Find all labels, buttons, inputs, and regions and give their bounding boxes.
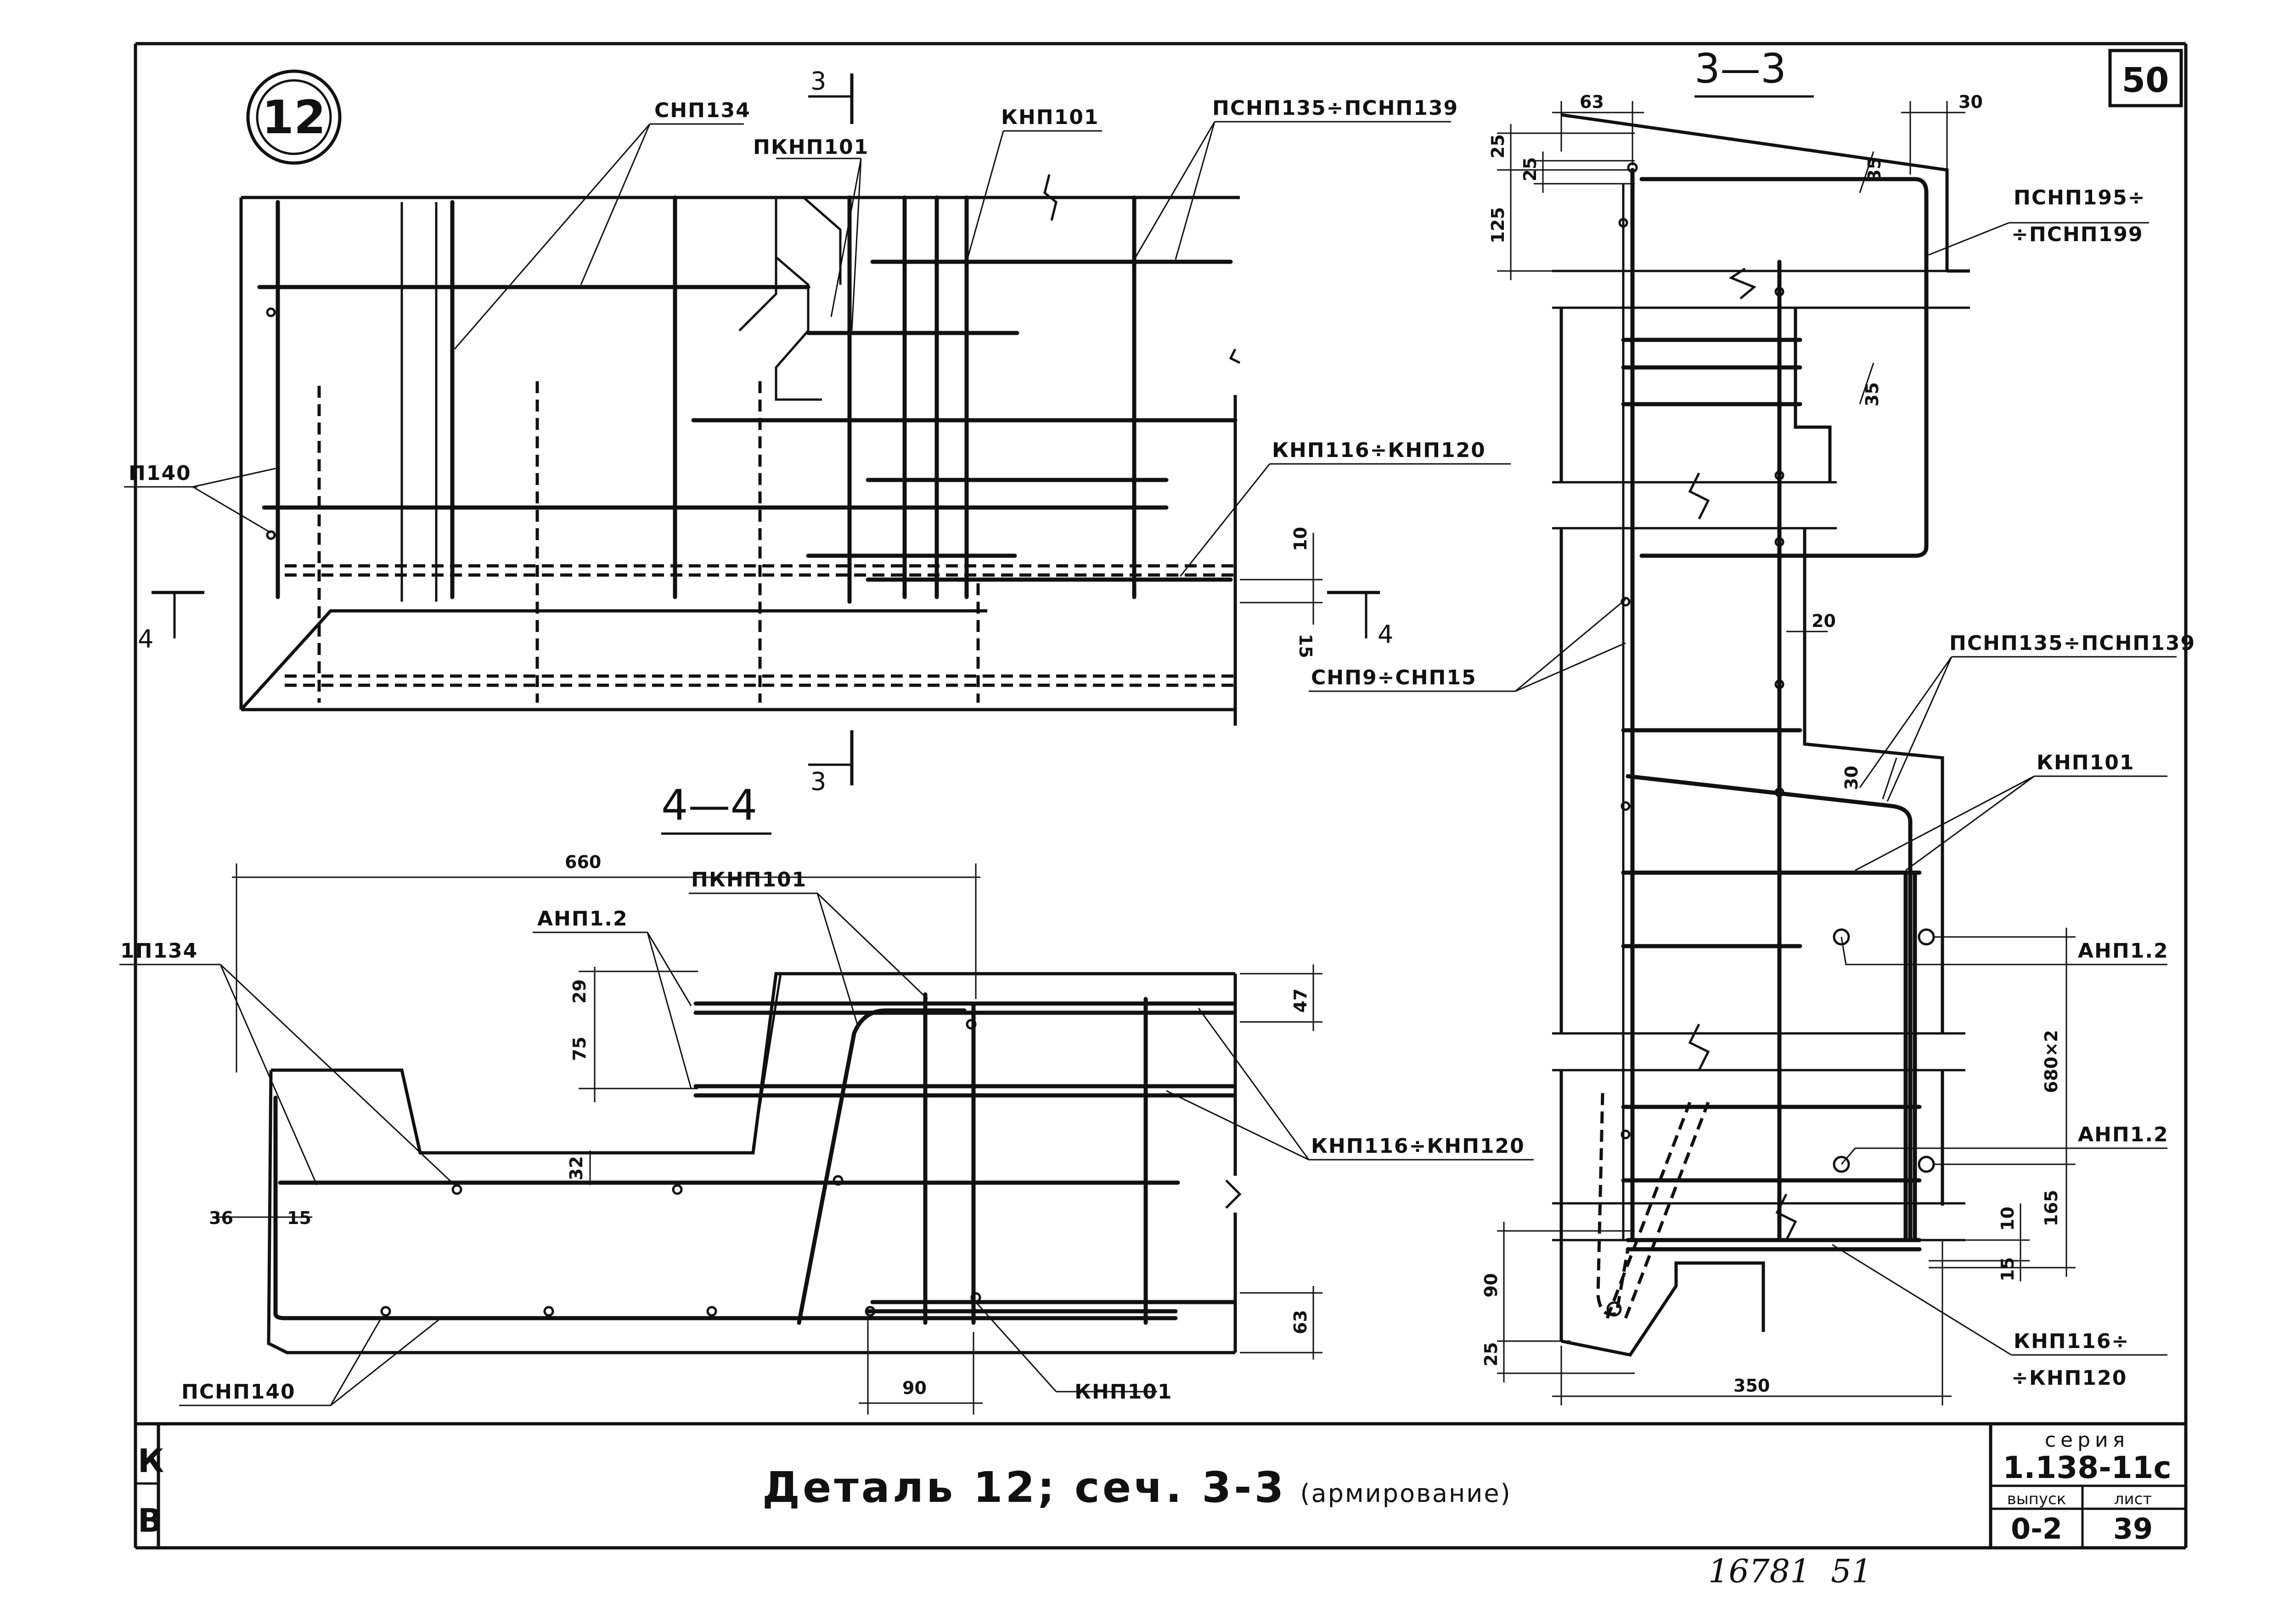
plan-section-mark-top: 3 [810,67,826,96]
sheet-label: лист [2114,1490,2152,1508]
detail-circle: 12 [246,69,342,165]
title-stub-bottom: В [138,1502,162,1540]
s33-dim-30b: 30 [1841,766,1862,790]
s33-dim-30: 30 [1958,92,1983,112]
s33-dim-165: 165 [2041,1190,2061,1226]
section-4-4: 4—4 660 [119,781,1534,1415]
plan-dim-10: 10 [1290,527,1311,551]
section-4-4-title: 4—4 [661,781,757,830]
s44-dim-32: 32 [566,1156,586,1180]
bottom-note: 16781 51 [1708,1552,1872,1590]
plan-label-knp101: КНП101 [1001,106,1099,129]
s33-dim-35a: 35 [1864,157,1885,181]
section-3-3-title: 3—3 [1694,45,1786,92]
issue-label: выпуск [2007,1490,2066,1508]
plan-label-p140: П140 [129,462,191,485]
s44-label-1p134: 1П134 [120,939,198,963]
s33-label-psnp135-139: ПСНП135÷ПСНП139 [1949,632,2195,655]
s44-label-pknp101: ПКНП101 [691,868,807,891]
plan-label-psnp135-139: ПСНП135÷ПСНП139 [1212,96,1458,120]
s33-label-anp12-b: АНП1.2 [2078,1123,2169,1146]
s33-dim-25b: 25 [1520,157,1540,181]
issue-value: 0-2 [2011,1512,2062,1546]
s44-label-anp12: АНП1.2 [537,907,628,931]
s33-dim-25c: 25 [1481,1342,1501,1366]
plan-section-mark-right: 4 [1378,620,1393,649]
title-stub-top: К [138,1442,164,1480]
sheet-frame [134,42,2188,1550]
s33-dim-90: 90 [1481,1273,1501,1297]
s33-dim-680x2: 680×2 [2041,1030,2061,1093]
plan-view: 10 15 3 3 4 4 СНП134 ПКНП101 КНП101 ПСНП… [124,67,1511,796]
s33-label-knp116-b: ÷КНП120 [2011,1366,2127,1390]
s44-dim-36: 36 [209,1208,233,1228]
s33-dim-63: 63 [1580,92,1604,112]
s44-dim-15: 15 [287,1208,311,1228]
series-label: серия [2045,1428,2129,1452]
detail-number: 12 [262,90,326,144]
s33-dim-350: 350 [1733,1376,1770,1396]
drawing-title: Деталь 12; сеч. 3-3 (армирование) [762,1463,1512,1512]
s33-label-snp9-15: СНП9÷СНП15 [1311,666,1477,689]
plan-section-mark-left: 4 [138,625,153,654]
section-3-3: 3—3 [1309,45,2195,1405]
s44-dim-63: 63 [1290,1310,1311,1334]
s33-dim-125: 125 [1488,207,1508,243]
s33-dim-15: 15 [1998,1257,2018,1281]
sheet-number: 50 [2122,61,2169,100]
plan-label-snp134: СНП134 [654,99,751,122]
s33-label-anp12-a: АНП1.2 [2078,939,2169,963]
s44-label-knp101: КНП101 [1075,1380,1172,1404]
s44-label-psnp140: ПСНП140 [181,1380,296,1404]
s33-dim-10: 10 [1998,1207,2018,1231]
s33-dim-35b: 35 [1862,382,1882,406]
s33-label-psnp195-b: ÷ПСНП199 [2011,223,2143,246]
s33-dim-20: 20 [1812,611,1836,631]
plan-section-mark-bottom: 3 [810,767,826,796]
s33-label-knp116-a: КНП116÷ [2014,1330,2129,1353]
plan-dim-15: 15 [1295,634,1316,658]
s44-label-knp116-120: КНП116÷КНП120 [1311,1134,1525,1158]
s44-dim-90: 90 [902,1378,927,1398]
s44-dim-75: 75 [569,1037,590,1061]
title-block: К В Деталь 12; сеч. 3-3 (армирование) сер… [135,1422,2186,1548]
sheet-value: 39 [2113,1512,2153,1546]
series-value: 1.138-11с [2003,1450,2171,1485]
s33-label-knp101: КНП101 [2037,751,2134,774]
s33-dim-25a: 25 [1488,134,1508,158]
s44-dim-660: 660 [565,852,601,872]
plan-label-pknp101: ПКНП101 [753,135,869,159]
sheet-number-box: 50 [2108,49,2183,107]
s33-label-psnp195-a: ПСНП195÷ [2014,186,2145,209]
drawing-title-main: Деталь 12; сеч. 3-3 [762,1463,1286,1512]
plan-label-knp116-120: КНП116÷КНП120 [1272,439,1486,462]
drawing-title-sub: (армирование) [1300,1479,1511,1508]
s44-dim-47: 47 [1290,988,1311,1013]
s44-dim-29: 29 [569,979,590,1004]
